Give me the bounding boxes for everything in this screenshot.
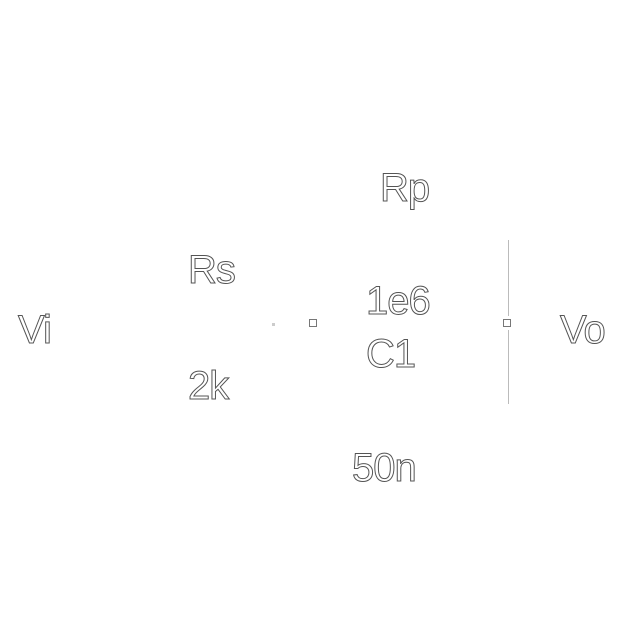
parallel-resistor-value: 1e6 (366, 279, 432, 323)
input-voltage-label: Vi (18, 308, 53, 352)
series-resistor-name: Rs (188, 248, 237, 292)
junction-node-left (309, 319, 317, 327)
junction-node-right (503, 319, 511, 327)
series-resistor-value: 2k (187, 364, 229, 408)
output-wire-upper (508, 240, 509, 316)
capacitor-value: 50n (352, 446, 418, 490)
parallel-resistor-name: Rp (379, 166, 430, 210)
wire-fragment (272, 323, 275, 326)
output-voltage-label: Vo (560, 308, 607, 352)
capacitor-name: C1 (365, 332, 416, 376)
output-wire-lower (508, 330, 509, 404)
